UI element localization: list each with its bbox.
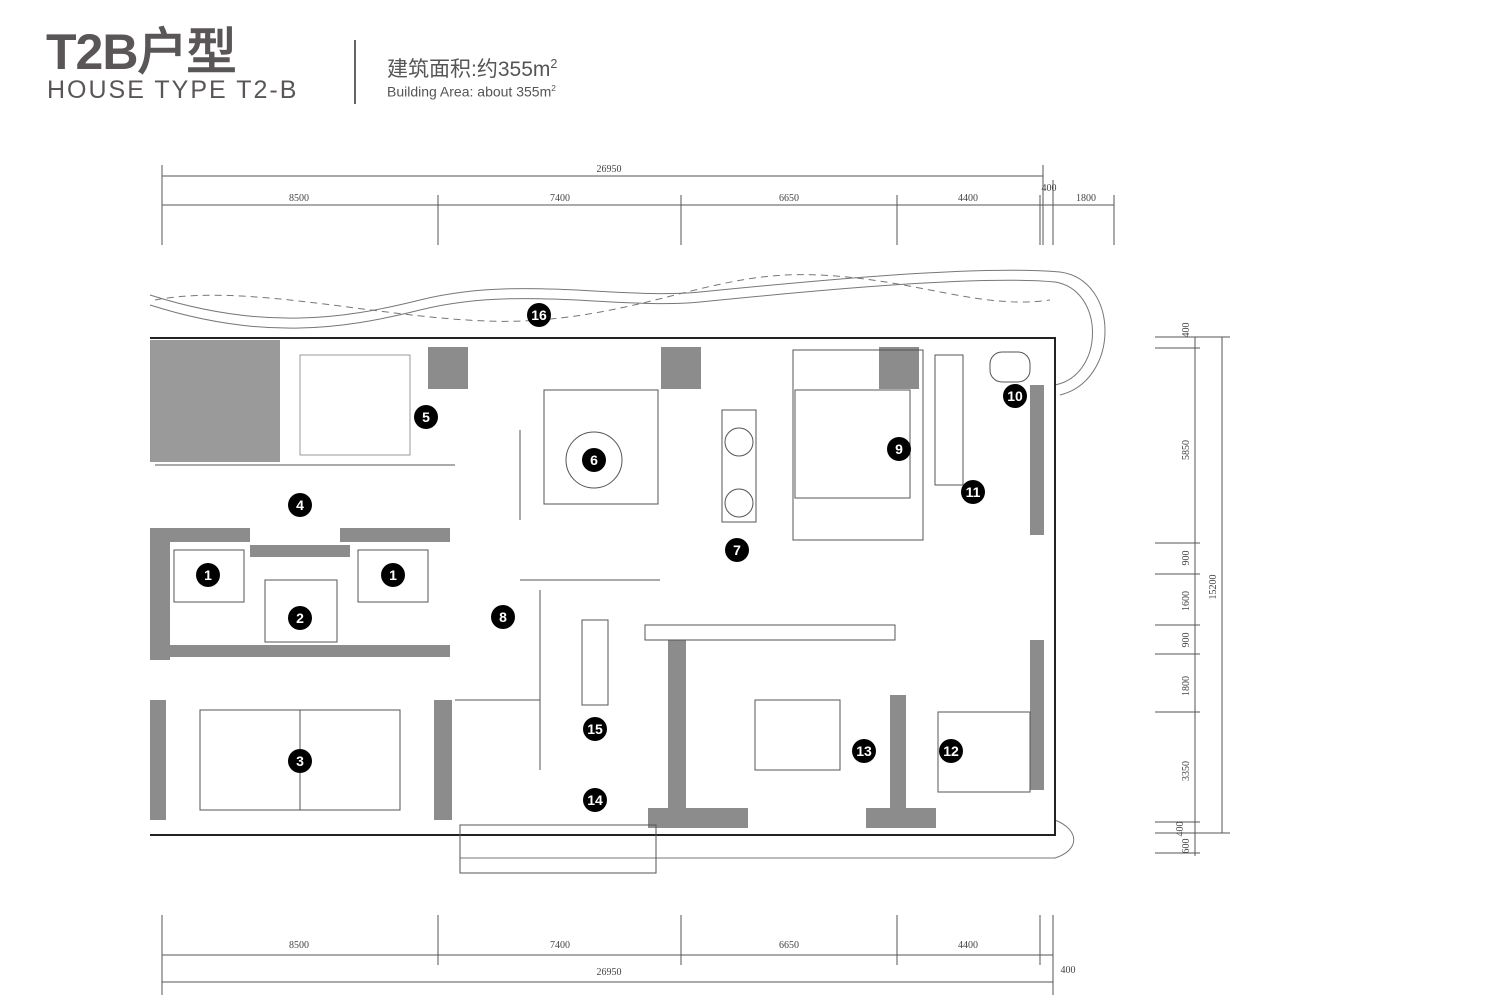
top-dimension-lines [161, 165, 1115, 245]
svg-text:1: 1 [204, 567, 212, 583]
room-marker-2: 2 [288, 606, 312, 630]
dim-right-total: 15200 [1208, 575, 1219, 600]
dim-right-seg: 1800 [1181, 676, 1192, 696]
svg-text:5: 5 [422, 409, 430, 425]
svg-text:10: 10 [1007, 388, 1023, 404]
room-marker-8: 8 [491, 605, 515, 629]
dim-right-seg: 5850 [1181, 440, 1192, 460]
room-marker-11: 11 [961, 480, 985, 504]
room-marker-7: 7 [725, 538, 749, 562]
dim-bottom-seg: 4400 [958, 940, 978, 951]
room-marker-3: 3 [288, 749, 312, 773]
room-marker-12: 12 [939, 739, 963, 763]
dim-top-seg: 400 [1042, 183, 1057, 194]
dim-right-seg: 1600 [1181, 591, 1192, 611]
room-marker-14: 14 [583, 788, 607, 812]
dim-right-seg: 400 [1175, 822, 1186, 837]
svg-text:6: 6 [590, 452, 598, 468]
svg-text:9: 9 [895, 441, 903, 457]
dim-bottom-seg: 6650 [779, 940, 799, 951]
svg-text:2: 2 [296, 610, 304, 626]
dim-right-seg: 400 [1181, 323, 1192, 338]
wall-blocks [150, 340, 1044, 828]
svg-text:1: 1 [389, 567, 397, 583]
page-title: T2B户型 [46, 24, 236, 80]
svg-text:3: 3 [296, 753, 304, 769]
dim-bottom-total: 26950 [597, 967, 622, 978]
svg-text:12: 12 [943, 743, 959, 759]
svg-text:7: 7 [733, 542, 741, 558]
svg-text:4: 4 [296, 497, 304, 513]
dim-bottom-extra: 400 [1061, 965, 1076, 976]
svg-text:11: 11 [966, 484, 981, 500]
walls [150, 337, 1056, 836]
svg-text:15: 15 [587, 721, 603, 737]
dim-top-seg: 1800 [1076, 193, 1096, 204]
svg-text:13: 13 [856, 743, 872, 759]
dim-top-total: 26950 [597, 164, 622, 175]
room-marker-9: 9 [887, 437, 911, 461]
dim-right-seg: 3350 [1181, 761, 1192, 781]
dim-top-seg: 7400 [550, 193, 570, 204]
page-subtitle: HOUSE TYPE T2-B [47, 76, 299, 104]
room-marker-15: 15 [583, 717, 607, 741]
building-area-cn: 建筑面积:约355m2 [387, 57, 558, 81]
room-marker-1: 1 [196, 563, 220, 587]
right-dimension-lines [1155, 336, 1230, 856]
room-marker-4: 4 [288, 493, 312, 517]
room-marker-6: 6 [582, 448, 606, 472]
dim-top-seg: 8500 [289, 193, 309, 204]
svg-text:14: 14 [587, 792, 603, 808]
terrace-outline [149, 269, 1106, 859]
svg-text:8: 8 [499, 609, 507, 625]
dim-right-seg: 900 [1181, 551, 1192, 566]
bottom-dimension-lines [161, 915, 1054, 995]
room-marker-5: 5 [414, 405, 438, 429]
dim-bottom-seg: 7400 [550, 940, 570, 951]
dim-right-seg: 900 [1181, 633, 1192, 648]
svg-text:16: 16 [531, 307, 547, 323]
room-marker-16: 16 [527, 303, 551, 327]
dim-bottom-seg: 8500 [289, 940, 309, 951]
room-marker-1b: 1 [381, 563, 405, 587]
dim-right-seg: 600 [1181, 839, 1192, 854]
room-marker-10: 10 [1003, 384, 1027, 408]
dim-top-seg: 6650 [779, 193, 799, 204]
room-marker-13: 13 [852, 739, 876, 763]
building-area-en: Building Area: about 355m2 [387, 83, 556, 100]
dim-top-seg: 4400 [958, 193, 978, 204]
header-divider [354, 40, 356, 104]
